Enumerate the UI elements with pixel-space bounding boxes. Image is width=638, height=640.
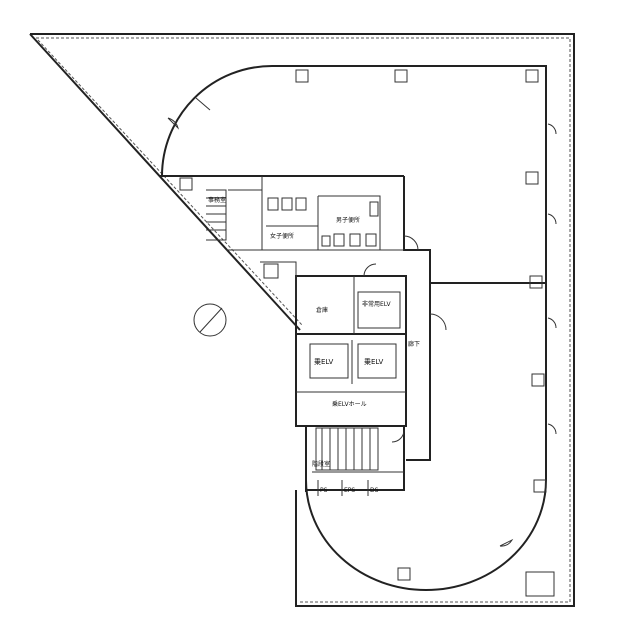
label-storage: 倉庫 [316,306,328,314]
label-emergency-elv: 非常用ELV [362,300,391,308]
columns [179,69,555,597]
label-womens-toilet: 女子便所 [270,232,294,240]
label-corridor: 廊下 [408,340,420,348]
upper-stair [206,189,227,241]
label-elv-b: 乗ELV [364,357,384,366]
label-ds: DS [370,487,379,494]
upper-floor-plate [160,65,547,284]
label-eps: EPS [344,487,355,494]
room-labels: 事務室 女子便所 男子便所 倉庫 非常用ELV 乗ELV 乗ELV 乗ELVホー… [208,196,420,494]
label-elv-hall: 乗ELVホール [332,401,367,408]
outer-boundary [29,33,575,607]
label-mens-toilet: 男子便所 [336,216,360,224]
lower-floor-plate [305,283,547,591]
label-office-left: 事務室 [208,196,226,204]
site-marker-circle [193,303,227,337]
label-ps: PS [320,487,328,494]
toilet-fixtures [267,197,379,247]
label-elv-a: 乗ELV [314,357,334,366]
label-stair: 階段室 [312,460,330,468]
door-swings [167,97,557,547]
core [226,176,431,496]
